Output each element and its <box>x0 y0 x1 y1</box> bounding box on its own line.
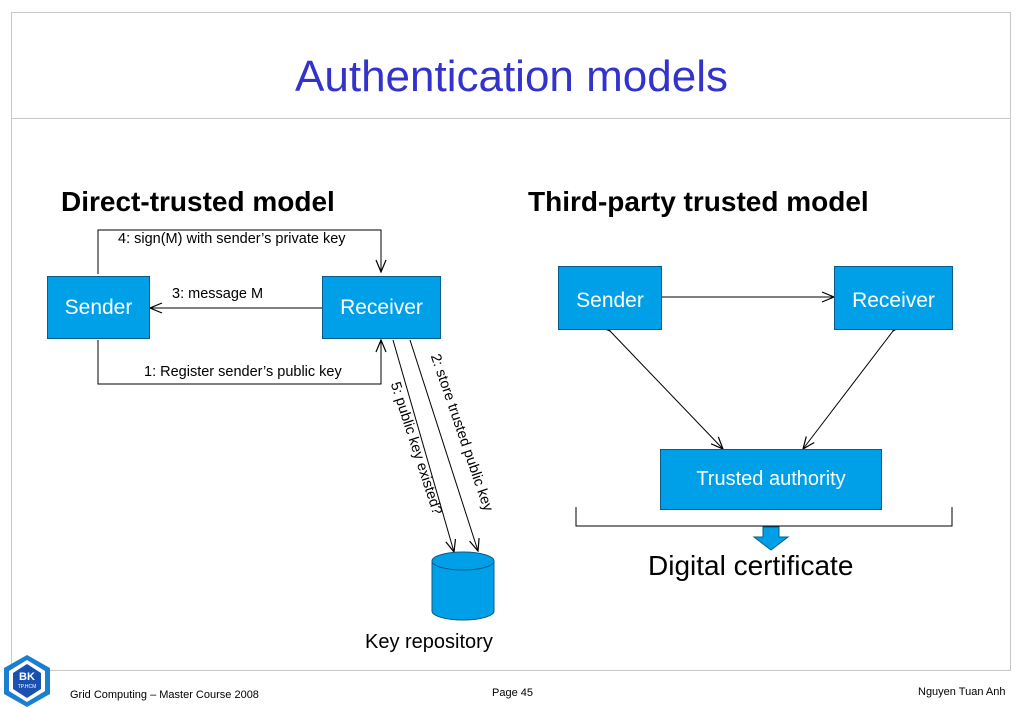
edge-message-label: 3: message M <box>172 286 264 302</box>
digital-certificate-label: Digital certificate <box>648 550 854 581</box>
logo-text: BK <box>19 671 35 683</box>
key-repository-label: Key repository <box>365 631 493 653</box>
edge-register-label: 1: Register sender’s public key <box>144 364 342 380</box>
title-divider <box>11 118 1011 119</box>
down-block-arrow <box>752 526 790 551</box>
third-party-model-heading: Third-party trusted model <box>528 186 869 217</box>
edge-sign-label: 4: sign(M) with sender’s private key <box>118 231 346 247</box>
bk-logo-icon <box>4 655 50 707</box>
tp-sender-box: Sender <box>558 266 662 330</box>
footer-course: Grid Computing – Master Course 2008 <box>70 689 259 701</box>
tp-sender-authority-line <box>610 331 723 449</box>
direct-receiver-box: Receiver <box>322 276 441 339</box>
certificate-bracket <box>575 507 953 527</box>
direct-sender-box: Sender <box>47 276 150 339</box>
logo-subtext: TP.HCM <box>17 684 37 690</box>
slide-frame <box>11 12 1011 671</box>
edge-check-line <box>392 339 454 552</box>
slide-title: Authentication models <box>295 52 728 101</box>
edge-register-line <box>97 340 381 385</box>
tp-receiver-box: Receiver <box>834 266 953 330</box>
direct-model-heading: Direct-trusted model <box>61 186 335 217</box>
tp-receiver-authority-line <box>803 331 893 449</box>
footer-author: Nguyen Tuan Anh <box>918 686 1006 698</box>
key-repository-cylinder <box>431 551 495 621</box>
edge-sign-line <box>97 229 381 274</box>
edge-store-line <box>409 339 478 551</box>
trusted-authority-box: Trusted authority <box>660 449 882 510</box>
footer-page-number: Page 45 <box>492 687 533 699</box>
